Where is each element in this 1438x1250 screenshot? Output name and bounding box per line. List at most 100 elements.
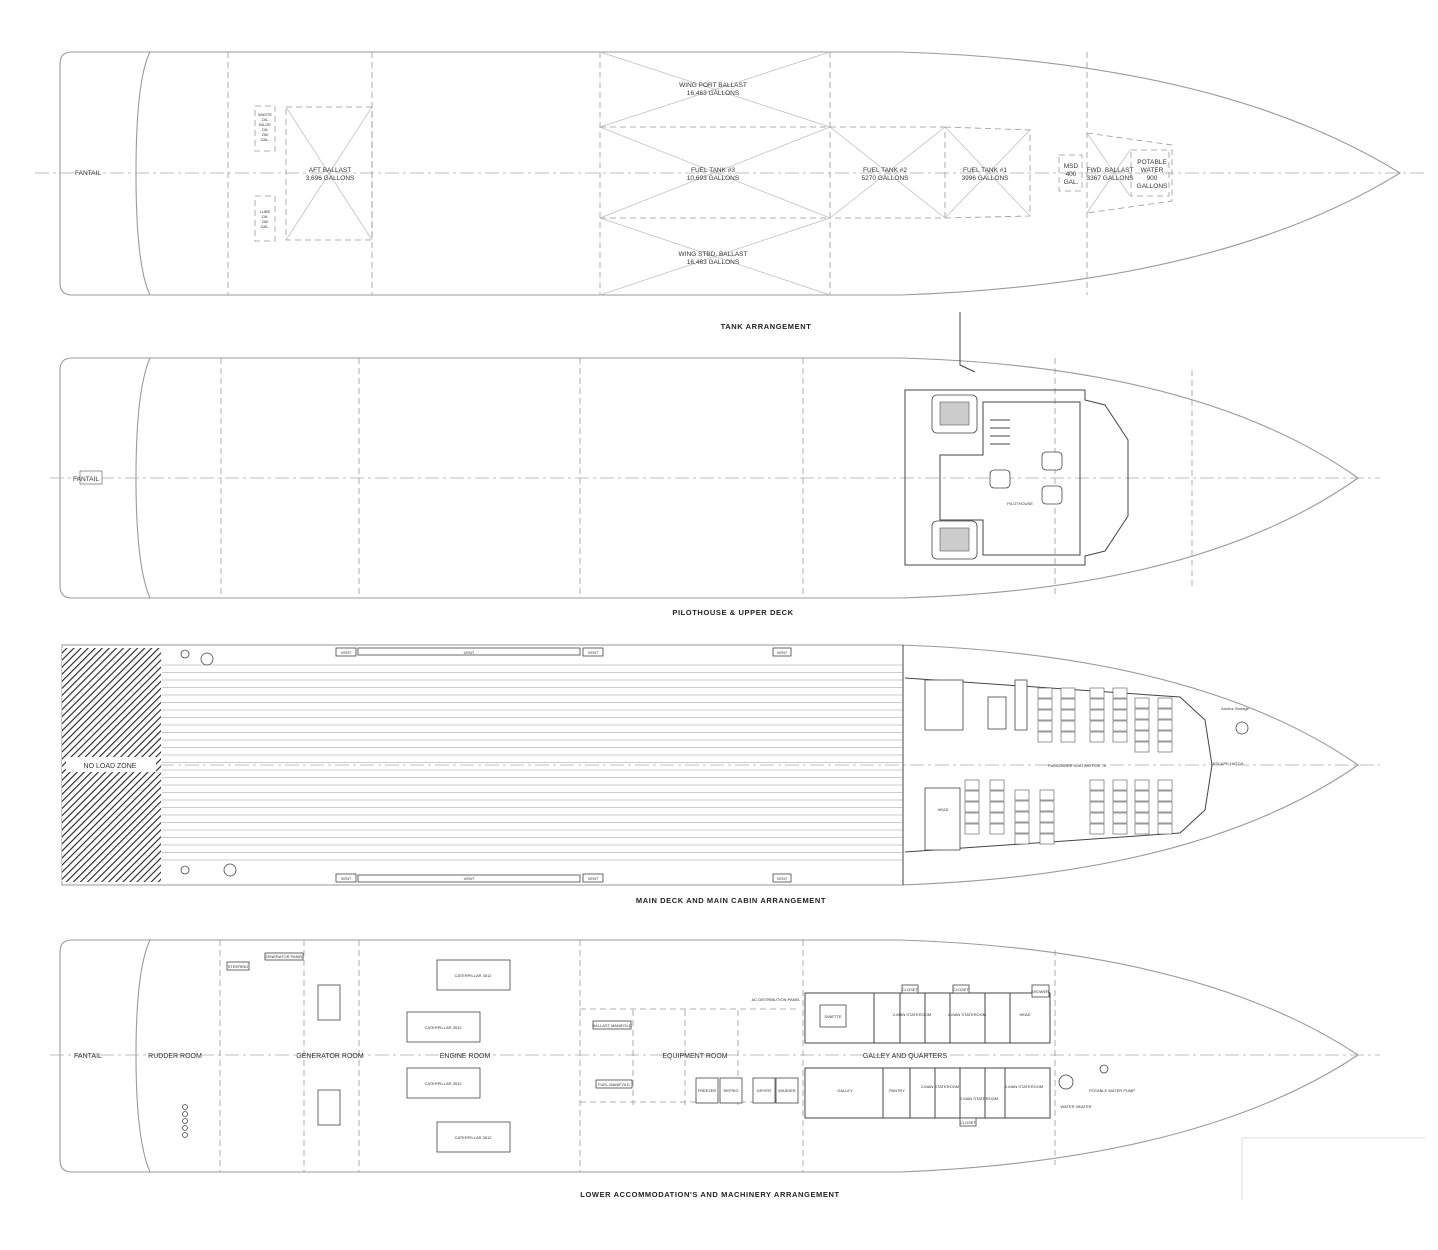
svg-text:VENT: VENT xyxy=(588,876,599,881)
passenger-seat xyxy=(1134,719,1150,731)
passenger-seat xyxy=(1157,730,1173,742)
stateroom-label: 2-MAN STATEROOM xyxy=(1005,1084,1043,1089)
refrig-label: REFRIG xyxy=(723,1088,738,1093)
passenger-seat xyxy=(1112,790,1128,802)
head-label: HEAD xyxy=(937,807,948,812)
passenger-seat xyxy=(1157,790,1173,802)
fantail-label: FANTAIL xyxy=(73,476,99,483)
stateroom-label: 2-MAN STATEROOM xyxy=(893,1012,931,1017)
main-deck-title: MAIN DECK AND MAIN CABIN ARRANGEMENT xyxy=(636,896,826,905)
passenger-seat xyxy=(1089,801,1105,813)
svg-text:FUEL TANK #1: FUEL TANK #1 xyxy=(963,167,1007,174)
passenger-seat xyxy=(1157,719,1173,731)
passenger-seat xyxy=(1134,697,1150,709)
svg-text:CATERPILLAR 3512: CATERPILLAR 3512 xyxy=(454,973,492,978)
passenger-seat xyxy=(964,779,980,791)
passenger-seat xyxy=(1157,741,1173,753)
passenger-seat xyxy=(1014,822,1030,834)
svg-text:BILGE: BILGE xyxy=(259,122,271,127)
stateroom-label: 2-MAN STATEROOM xyxy=(960,1096,998,1101)
svg-text:5270 GALLONS: 5270 GALLONS xyxy=(862,175,910,182)
passenger-seat xyxy=(1060,687,1076,699)
head-label: HEAD xyxy=(1019,1012,1030,1017)
fantail-label: FANTAIL xyxy=(75,170,101,177)
svg-text:WING PORT BALLAST: WING PORT BALLAST xyxy=(679,82,747,89)
passenger-seat xyxy=(1037,698,1053,710)
svg-text:CATERPILLAR 3512: CATERPILLAR 3512 xyxy=(424,1025,462,1030)
passenger-seat xyxy=(1037,709,1053,721)
passenger-seat xyxy=(1112,687,1128,699)
svg-text:GALLONS: GALLONS xyxy=(1137,183,1168,190)
svg-text:FWD. BALLAST: FWD. BALLAST xyxy=(1087,167,1134,174)
passenger-seat xyxy=(964,823,980,835)
pilothouse xyxy=(904,389,1129,566)
tank-arrangement-title: TANK ARRANGEMENT xyxy=(721,322,812,331)
passenger-seat xyxy=(1134,730,1150,742)
passenger-seat xyxy=(1039,811,1055,823)
svg-text:VENT: VENT xyxy=(777,876,788,881)
rudder-room-label: RUDDER ROOM xyxy=(148,1053,202,1060)
fantail-label: FANTAIL xyxy=(74,1053,102,1060)
room-labels: FANTAIL RUDDER ROOM GENERATOR ROOM ENGIN… xyxy=(74,1053,947,1060)
passenger-seat xyxy=(1037,720,1053,732)
passenger-seat xyxy=(1014,811,1030,823)
svg-text:FUEL TANK #2: FUEL TANK #2 xyxy=(863,167,907,174)
svg-text:GAL.: GAL. xyxy=(260,137,269,142)
svg-text:VENT: VENT xyxy=(464,876,475,881)
svg-text:10,693 GALLONS: 10,693 GALLONS xyxy=(687,175,740,182)
pilothouse-upper-deck-title: PILOTHOUSE & UPPER DECK xyxy=(672,608,793,617)
passenger-seat xyxy=(1134,823,1150,835)
passenger-seat xyxy=(1134,801,1150,813)
anchor-storage-label: Anchor Storage xyxy=(1221,706,1250,711)
passenger-seat xyxy=(1134,708,1150,720)
fuel-manifold-label: FUEL MANIFOLD xyxy=(598,1082,630,1087)
steering-label: STEERING xyxy=(228,964,248,969)
escape-hatch-label: ESCAPE HATCH xyxy=(1213,761,1244,766)
passenger-seat xyxy=(1157,697,1173,709)
svg-text:16,463 GALLONS: 16,463 GALLONS xyxy=(687,90,740,97)
galley-quarters-label: GALLEY AND QUARTERS xyxy=(863,1053,947,1060)
hull-outline xyxy=(61,644,1359,886)
dinette-label: DINETTE xyxy=(824,1014,841,1019)
equipment-room-label: EQUIPMENT ROOM xyxy=(662,1053,727,1060)
closet-label: CLOSET xyxy=(953,987,970,992)
passenger-seat xyxy=(1014,789,1030,801)
hull-outline xyxy=(59,51,1402,296)
passenger-seats xyxy=(964,687,1173,845)
stateroom-label: 2-MAN STATEROOM xyxy=(948,1012,986,1017)
passenger-seat xyxy=(1060,709,1076,721)
passenger-seat xyxy=(1157,823,1173,835)
svg-text:3367 GALLONS: 3367 GALLONS xyxy=(1087,175,1135,182)
freezer-label: FREEZER xyxy=(698,1088,717,1093)
svg-text:POTABLE: POTABLE xyxy=(1137,159,1167,166)
fuel-tank-3-label: FUEL TANK #310,693 GALLONS xyxy=(687,167,740,182)
passenger-seat xyxy=(1157,779,1173,791)
svg-text:MSD: MSD xyxy=(1064,163,1079,170)
passenger-seat xyxy=(1039,800,1055,812)
passenger-seat xyxy=(964,812,980,824)
passenger-seat xyxy=(1134,812,1150,824)
svg-text:WATER: WATER xyxy=(1141,167,1164,174)
passenger-seat xyxy=(989,801,1005,813)
passenger-seat xyxy=(1039,822,1055,834)
pilothouse-label: PILOTHOUSE xyxy=(1007,501,1033,506)
passenger-seat xyxy=(1157,812,1173,824)
svg-text:GAL.: GAL. xyxy=(1064,179,1079,186)
passenger-seat xyxy=(989,790,1005,802)
passenger-seat xyxy=(1089,687,1105,699)
passenger-seat xyxy=(989,823,1005,835)
engine-room-label: ENGINE ROOM xyxy=(440,1053,491,1060)
passenger-seat xyxy=(1112,812,1128,824)
passenger-seat xyxy=(1014,833,1030,845)
svg-text:3,696 GALLONS: 3,696 GALLONS xyxy=(306,175,355,182)
passenger-seat xyxy=(1112,720,1128,732)
pantry-label: PANTRY xyxy=(889,1088,905,1093)
ballast-manifold-label: BALLAST MANIFOLD xyxy=(592,1023,631,1028)
